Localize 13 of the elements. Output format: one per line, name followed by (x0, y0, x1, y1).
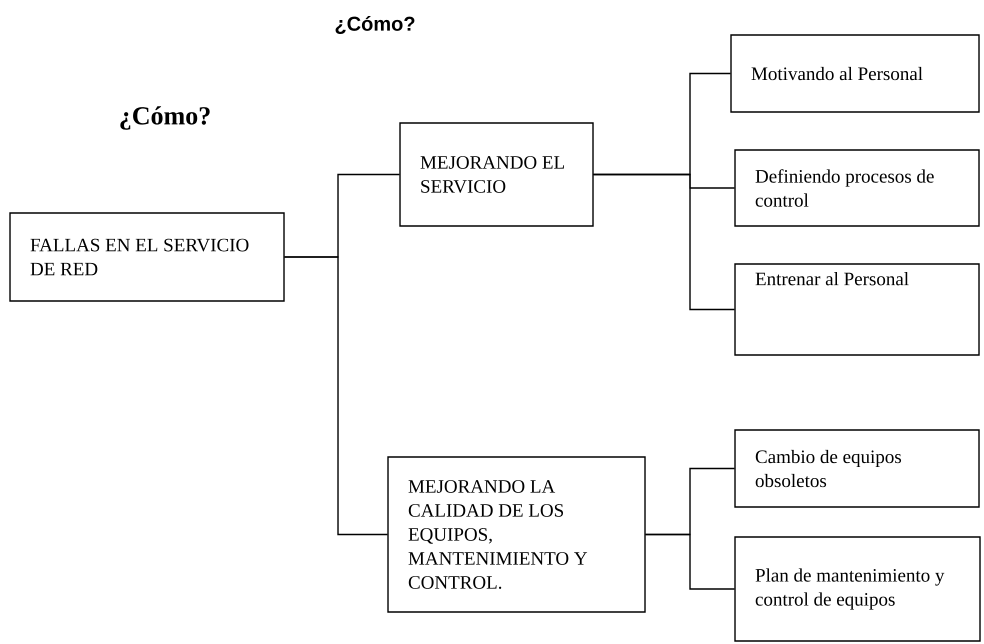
process-box: MEJORANDO EL SERVICIO (399, 122, 594, 227)
process-box: Plan de mantenimiento y control de equipos (734, 536, 981, 642)
heading: ¿Cómo? (336, 16, 414, 34)
connector-line (646, 534, 734, 590)
process-box: MEJORANDO LA CALIDAD DE LOS EQUIPOS, MANTENIMIENTO Y CONTROL. (387, 456, 646, 613)
heading: ¿Cómo? (120, 106, 210, 130)
process-box: Motivando al Personal (730, 34, 980, 113)
connector-line (594, 174, 734, 310)
process-box: FALLAS EN EL SERVICIO DE RED (9, 212, 285, 302)
process-box: Cambio de equipos obsoletos (734, 429, 980, 508)
process-box: Entrenar al Personal (734, 263, 980, 356)
connector-line (284, 256, 388, 536)
process-box: Definiendo procesos de control (734, 149, 980, 227)
